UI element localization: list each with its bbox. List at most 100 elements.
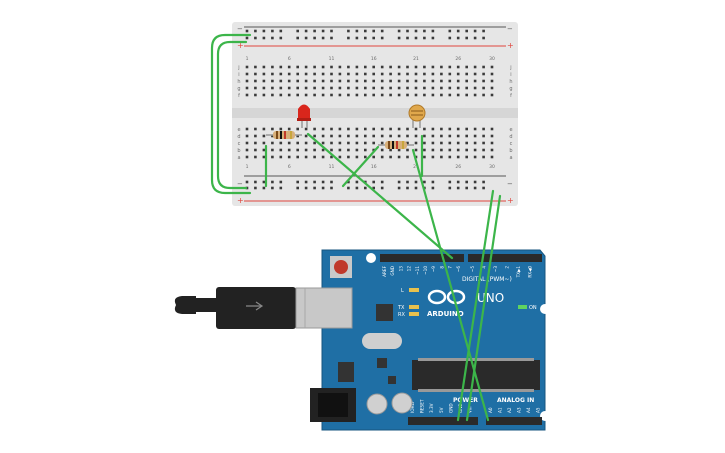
breadboard-hole[interactable]	[456, 127, 460, 131]
rail-hole[interactable]	[355, 29, 359, 33]
breadboard-hole[interactable]	[271, 155, 274, 159]
breadboard-hole[interactable]	[355, 148, 359, 152]
breadboard-hole[interactable]	[389, 93, 392, 97]
breadboard-hole[interactable]	[321, 79, 325, 83]
rail-hole[interactable]	[330, 180, 333, 184]
rail-hole[interactable]	[296, 36, 299, 40]
breadboard-hole[interactable]	[431, 93, 435, 97]
breadboard-hole[interactable]	[330, 134, 333, 138]
breadboard-hole[interactable]	[440, 155, 443, 159]
breadboard-hole[interactable]	[414, 86, 418, 90]
rail-hole[interactable]	[271, 186, 274, 190]
breadboard-hole[interactable]	[347, 86, 350, 90]
breadboard-hole[interactable]	[338, 148, 342, 152]
breadboard-hole[interactable]	[321, 127, 325, 131]
breadboard-hole[interactable]	[304, 86, 308, 90]
breadboard-hole[interactable]	[465, 79, 468, 83]
breadboard-hole[interactable]	[448, 93, 452, 97]
breadboard-hole[interactable]	[389, 127, 392, 131]
breadboard-hole[interactable]	[380, 65, 384, 69]
breadboard-hole[interactable]	[338, 155, 342, 159]
breadboard-hole[interactable]	[482, 79, 485, 83]
breadboard-hole[interactable]	[245, 79, 249, 83]
breadboard-hole[interactable]	[287, 65, 291, 69]
breadboard-hole[interactable]	[262, 86, 266, 90]
breadboard-hole[interactable]	[431, 134, 435, 138]
breadboard-hole[interactable]	[313, 134, 316, 138]
rail-hole[interactable]	[313, 180, 316, 184]
breadboard-hole[interactable]	[330, 79, 333, 83]
breadboard-hole[interactable]	[313, 127, 316, 131]
red-led[interactable]	[297, 104, 311, 129]
breadboard-hole[interactable]	[313, 93, 316, 97]
breadboard-hole[interactable]	[490, 141, 494, 145]
breadboard-hole[interactable]	[287, 127, 291, 131]
rail-hole[interactable]	[380, 186, 384, 190]
rail-hole[interactable]	[347, 36, 350, 40]
breadboard-hole[interactable]	[262, 155, 266, 159]
rail-hole[interactable]	[372, 180, 375, 184]
breadboard-hole[interactable]	[473, 155, 477, 159]
rail-hole[interactable]	[456, 180, 460, 184]
breadboard-hole[interactable]	[279, 141, 283, 145]
rail-hole[interactable]	[313, 36, 316, 40]
rail-hole[interactable]	[465, 29, 468, 33]
breadboard-hole[interactable]	[465, 86, 468, 90]
breadboard-hole[interactable]	[321, 72, 325, 76]
breadboard-hole[interactable]	[372, 127, 375, 131]
rail-hole[interactable]	[262, 36, 266, 40]
rail-hole[interactable]	[473, 29, 477, 33]
breadboard-hole[interactable]	[364, 148, 367, 152]
rail-hole[interactable]	[254, 180, 257, 184]
breadboard-hole[interactable]	[423, 93, 426, 97]
breadboard-hole[interactable]	[355, 155, 359, 159]
breadboard-hole[interactable]	[490, 93, 494, 97]
rail-hole[interactable]	[271, 29, 274, 33]
breadboard-hole[interactable]	[448, 86, 452, 90]
breadboard-hole[interactable]	[321, 141, 325, 145]
wire-rail-left-inner[interactable]	[216, 40, 248, 190]
rail-hole[interactable]	[245, 180, 249, 184]
breadboard-hole[interactable]	[448, 127, 452, 131]
breadboard-hole[interactable]	[397, 79, 401, 83]
breadboard-hole[interactable]	[406, 127, 409, 131]
breadboard-hole[interactable]	[456, 155, 460, 159]
breadboard-hole[interactable]	[355, 141, 359, 145]
rail-hole[interactable]	[262, 29, 266, 33]
rail-hole[interactable]	[431, 36, 435, 40]
breadboard-hole[interactable]	[262, 141, 266, 145]
breadboard-hole[interactable]	[304, 155, 308, 159]
breadboard-hole[interactable]	[423, 79, 426, 83]
breadboard-hole[interactable]	[372, 155, 375, 159]
breadboard-hole[interactable]	[490, 65, 494, 69]
breadboard-hole[interactable]	[347, 134, 350, 138]
breadboard-hole[interactable]	[414, 127, 418, 131]
reset-button[interactable]	[334, 260, 348, 274]
breadboard-hole[interactable]	[380, 134, 384, 138]
breadboard-hole[interactable]	[245, 134, 249, 138]
breadboard-hole[interactable]	[473, 93, 477, 97]
breadboard-hole[interactable]	[406, 72, 409, 76]
breadboard-hole[interactable]	[372, 65, 375, 69]
breadboard-hole[interactable]	[456, 72, 460, 76]
breadboard-hole[interactable]	[338, 93, 342, 97]
breadboard-hole[interactable]	[313, 155, 316, 159]
breadboard-hole[interactable]	[330, 127, 333, 131]
breadboard-hole[interactable]	[245, 148, 249, 152]
breadboard-hole[interactable]	[304, 148, 308, 152]
breadboard-hole[interactable]	[440, 93, 443, 97]
rail-hole[interactable]	[406, 180, 409, 184]
rail-hole[interactable]	[431, 29, 435, 33]
rail-hole[interactable]	[245, 29, 249, 33]
breadboard-hole[interactable]	[380, 86, 384, 90]
breadboard-hole[interactable]	[423, 134, 426, 138]
breadboard-hole[interactable]	[482, 93, 485, 97]
breadboard-hole[interactable]	[448, 155, 452, 159]
breadboard-hole[interactable]	[296, 134, 299, 138]
breadboard-hole[interactable]	[364, 79, 367, 83]
rail-hole[interactable]	[296, 180, 299, 184]
breadboard-hole[interactable]	[330, 86, 333, 90]
breadboard-hole[interactable]	[414, 72, 418, 76]
